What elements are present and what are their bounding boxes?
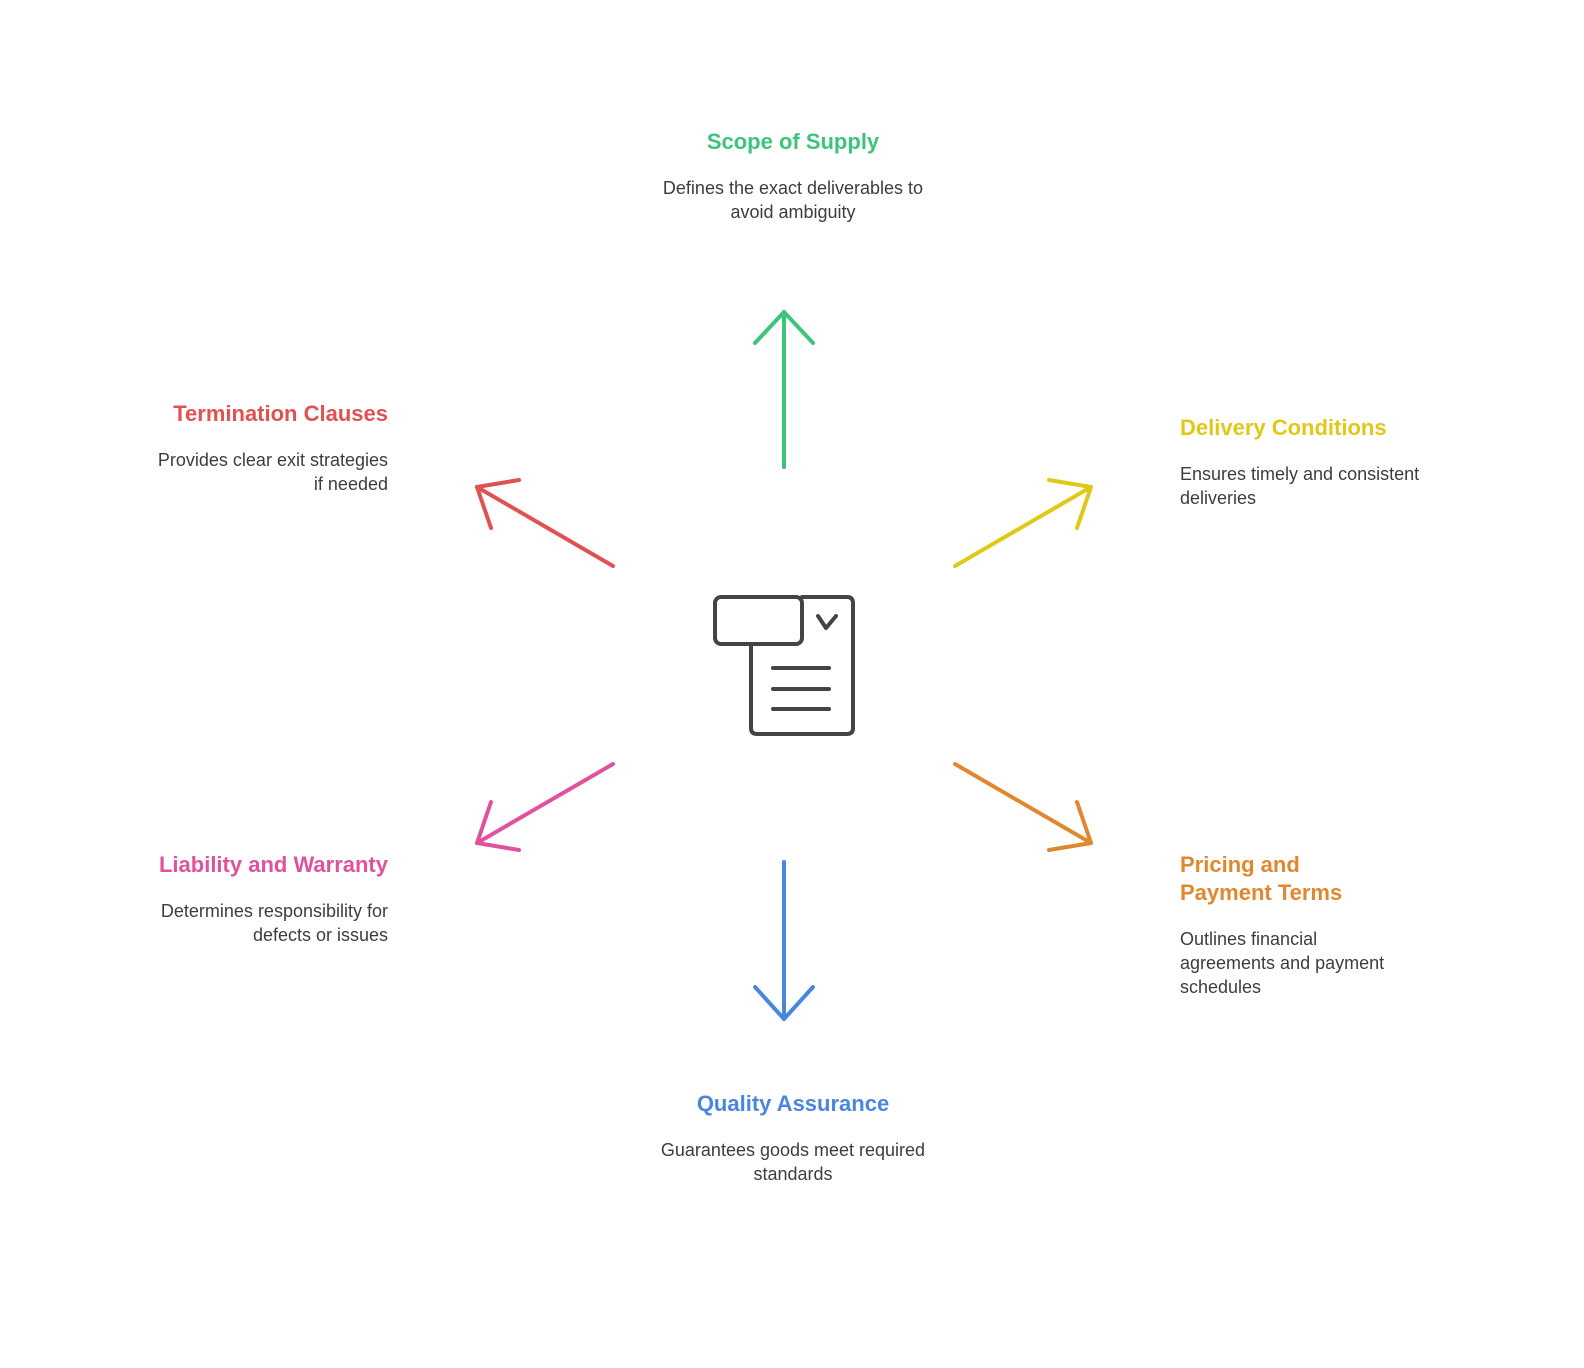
arrow-delivery-conditions	[953, 478, 1093, 568]
branch-title: Quality Assurance	[696, 1091, 890, 1116]
branch-delivery-conditions: Delivery Conditions Ensures timely and c…	[1180, 414, 1420, 510]
branch-quality-assurance: Quality Assurance Guarantees goods meet …	[640, 1090, 946, 1186]
arrow-quality-assurance	[753, 860, 815, 1021]
arrow-liability-and-warranty	[475, 762, 615, 852]
branch-description: Provides clear exit strategies if needed	[157, 450, 388, 494]
contract-document-icon	[713, 595, 855, 736]
branch-termination-clauses: Termination Clauses Provides clear exit …	[150, 400, 388, 496]
branch-title: Termination Clauses	[173, 401, 388, 426]
branch-scope-of-supply: Scope of Supply Defines the exact delive…	[640, 128, 946, 224]
arrow-scope-of-supply	[753, 310, 815, 469]
branch-title: Liability and Warranty	[158, 852, 388, 877]
branch-description: Ensures timely and consistent deliveries	[1180, 464, 1420, 508]
branch-description: Determines responsibility for defects or…	[160, 901, 388, 945]
branch-description: Defines the exact deliverables to avoid …	[662, 178, 924, 222]
branch-title: Pricing and Payment Terms	[1180, 852, 1343, 905]
branch-title: Delivery Conditions	[1180, 415, 1387, 440]
arrow-pricing-and-payment-terms	[953, 762, 1093, 852]
branch-pricing-and-payment-terms: Pricing and Payment Terms Outlines finan…	[1180, 851, 1390, 999]
branch-title: Scope of Supply	[706, 129, 880, 154]
branch-description: Guarantees goods meet required standards	[660, 1140, 926, 1184]
branch-liability-and-warranty: Liability and Warranty Determines respon…	[150, 851, 388, 947]
arrow-termination-clauses	[475, 478, 615, 568]
branch-description: Outlines financial agreements and paymen…	[1180, 929, 1385, 997]
